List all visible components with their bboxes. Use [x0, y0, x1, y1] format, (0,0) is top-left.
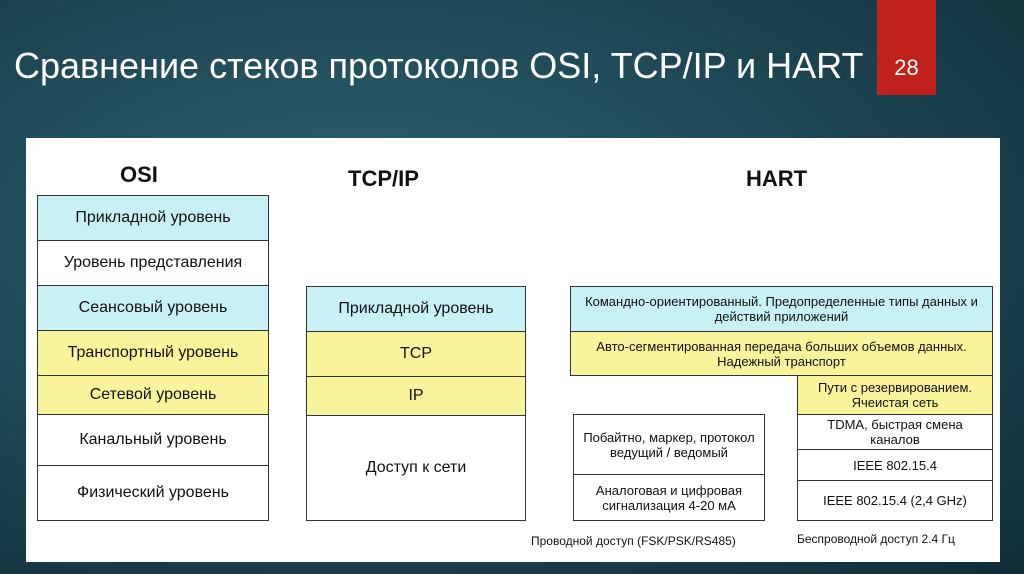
slide-title: Сравнение стеков протоколов OSI, TCP/IP …: [14, 45, 864, 86]
osi-layer-network: Сетевой уровень: [37, 375, 269, 415]
osi-layer-physical: Физический уровень: [37, 465, 269, 521]
hart-wireless-mac: IEEE 802.15.4: [797, 449, 993, 481]
tcpip-layer-application: Прикладной уровень: [306, 286, 526, 332]
tcpip-layer-ip: IP: [306, 376, 526, 416]
tcpip-heading: TCP/IP: [348, 166, 419, 191]
osi-heading: OSI: [120, 162, 158, 187]
page-number-badge: 28: [877, 0, 936, 95]
wireless-access-caption: Беспроводной доступ 2.4 Гц: [797, 532, 955, 546]
hart-layer-transport: Авто-сегментированная передача больших о…: [570, 331, 993, 376]
tcpip-layer-tcp: TCP: [306, 331, 526, 377]
hart-wireless-network: Пути с резервированием. Ячеистая сеть: [797, 375, 993, 415]
hart-wired-link: Побайтно, маркер, протокол ведущий / вед…: [573, 414, 765, 475]
wired-access-caption: Проводной доступ (FSK/PSK/RS485): [531, 534, 736, 548]
osi-layer-datalink: Канальный уровень: [37, 414, 269, 466]
comparison-panel: OSI Прикладной уровень Уровень представл…: [26, 138, 1000, 562]
hart-wireless-phy: IEEE 802.15.4 (2,4 GHz): [797, 480, 993, 521]
hart-wired-phy: Аналоговая и цифровая сигнализация 4-20 …: [573, 474, 765, 521]
tcpip-layer-network-access: Доступ к сети: [306, 415, 526, 521]
osi-layer-presentation: Уровень представления: [37, 240, 269, 286]
hart-heading: HART: [746, 166, 808, 191]
hart-wireless-link: TDMA, быстрая смена каналов: [797, 414, 993, 450]
osi-layer-transport: Транспортный уровень: [37, 330, 269, 376]
osi-layer-session: Сеансовый уровень: [37, 285, 269, 331]
hart-layer-application: Командно-ориентированный. Предопределенн…: [570, 286, 993, 332]
osi-layer-application: Прикладной уровень: [37, 195, 269, 241]
page-number: 28: [894, 55, 919, 80]
